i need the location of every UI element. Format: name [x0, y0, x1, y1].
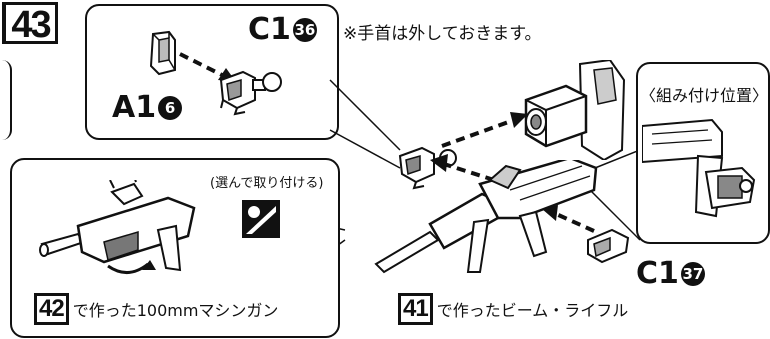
side-panel-edge	[0, 60, 12, 140]
choose-attach-note: (選んで取り付ける)	[210, 176, 324, 191]
part-number-badge: 36	[292, 18, 317, 42]
assembly-position-drawing	[642, 118, 756, 218]
part-number-badge: 6	[158, 96, 183, 120]
reference-text: で作ったビーム・ライフル	[436, 301, 629, 320]
part-code: C1	[636, 256, 679, 291]
reference-step-number: 41	[398, 293, 433, 325]
part-code: C1	[248, 12, 291, 47]
part-code: A1	[112, 90, 157, 125]
beam-rifle-drawing	[374, 160, 598, 274]
small-part-c1-37-drawing	[587, 228, 630, 264]
dashed-arrows-to-rifle	[430, 154, 495, 182]
step-number-box: 43	[2, 2, 58, 45]
assembly-position-label: 〈組み付け位置〉	[640, 86, 769, 105]
reference-text: で作った100mmマシンガン	[72, 301, 279, 320]
wrist-peg-drawing	[149, 30, 176, 76]
part-number-badge: 37	[680, 262, 705, 286]
machine-gun-drawing	[39, 180, 196, 274]
hand-removed-note: ※手首は外しておきます。	[343, 24, 542, 44]
reference-step-number: 42	[34, 293, 69, 325]
choice-icon	[242, 200, 280, 238]
hand-joint-drawing	[219, 70, 282, 116]
dashed-arrow-to-forearm	[441, 112, 528, 148]
forearm-drawing	[524, 60, 626, 160]
triangle-circle-icon	[246, 206, 276, 234]
dashed-arrow-c1-37	[542, 205, 595, 233]
